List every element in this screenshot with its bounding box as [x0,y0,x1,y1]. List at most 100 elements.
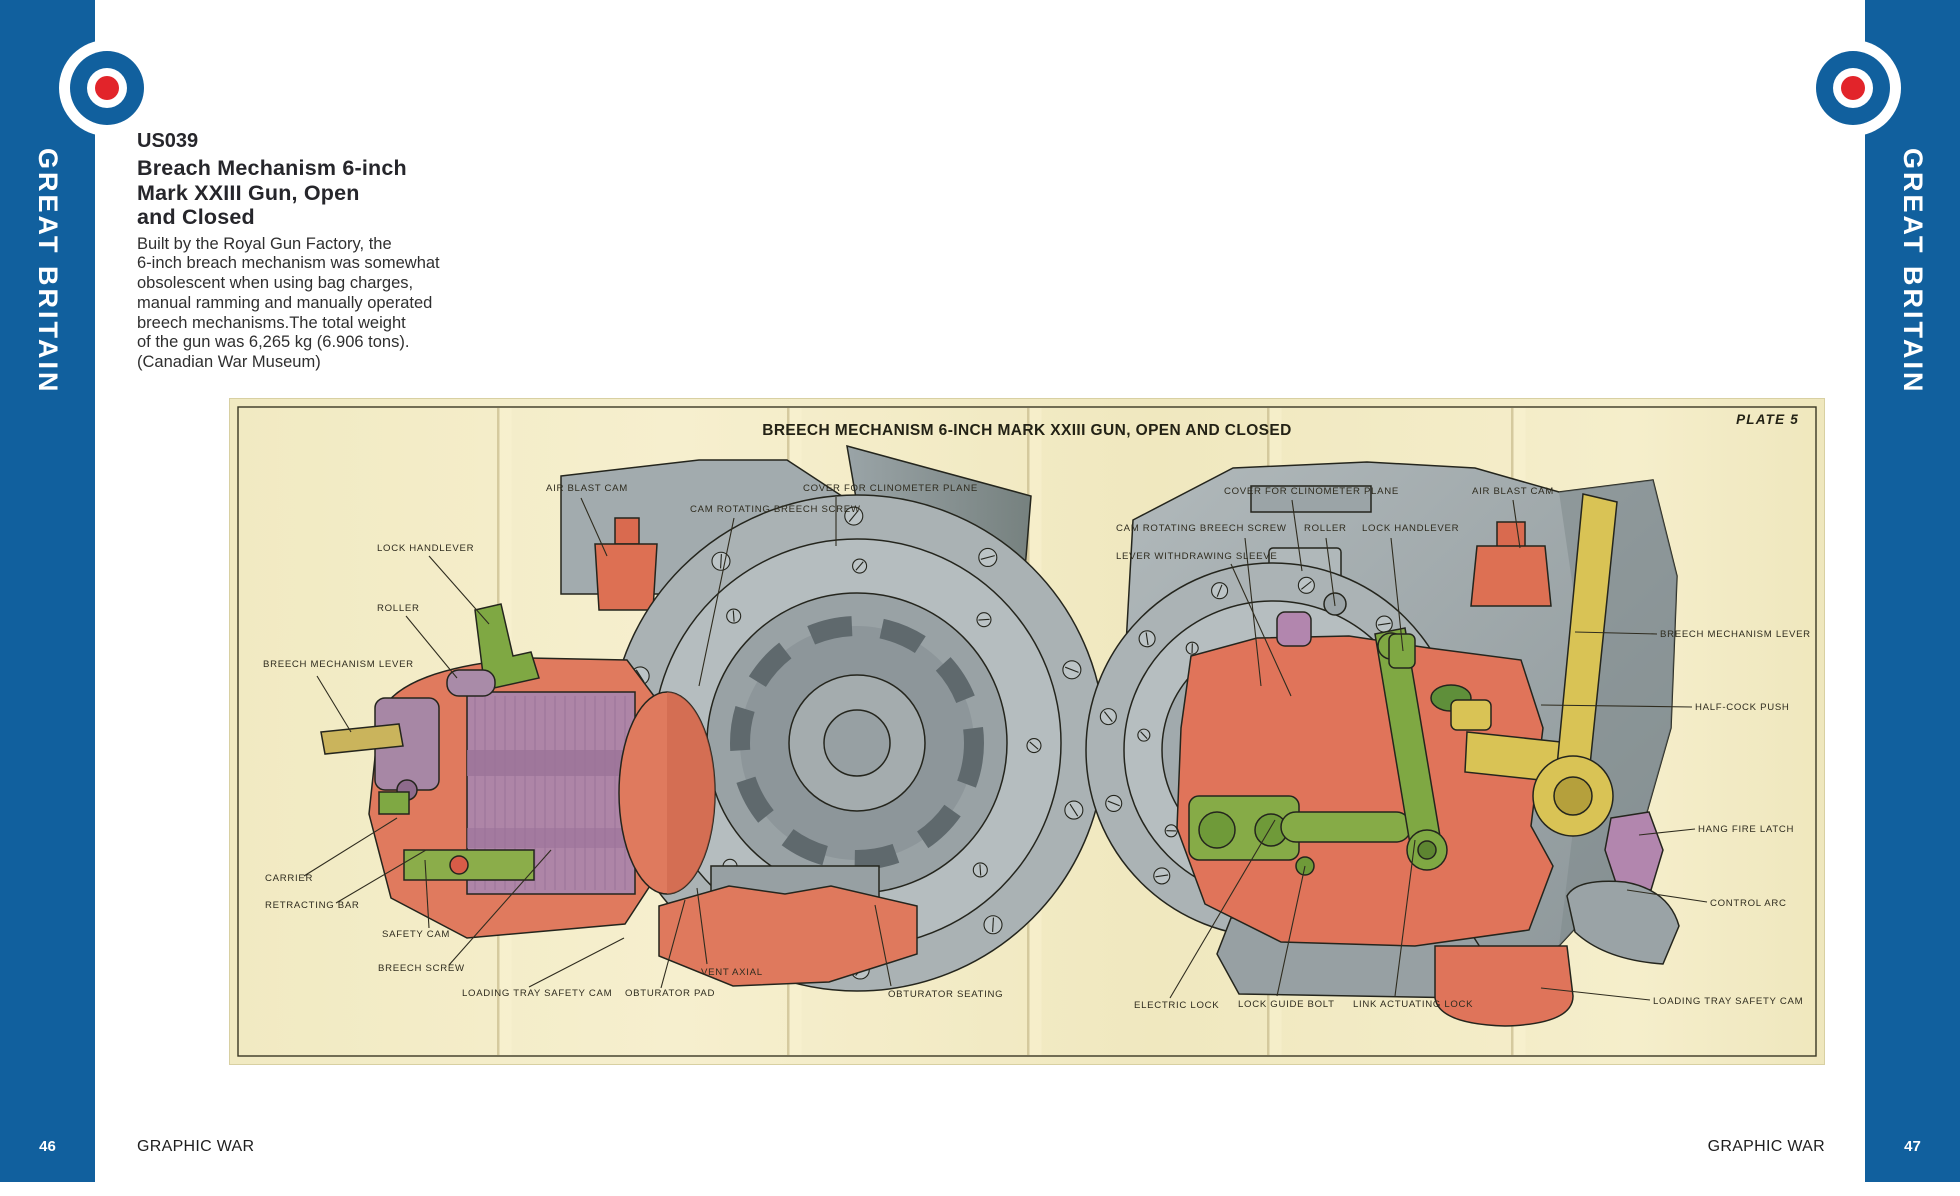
thread-band [467,828,635,848]
plate-label: LOADING TRAY SAFETY CAM [462,988,612,999]
plate-number: PLATE 5 [1736,412,1799,427]
item-code: US039 [137,130,199,152]
bolt-slot [1301,580,1312,590]
sidebar-country-label: GREAT BRITAIN [0,148,95,394]
control-arc [1566,880,1680,965]
leader-line [448,849,552,966]
caption-body: Built by the Royal Gun Factory, the 6-in… [137,234,440,372]
leader-line [1291,499,1303,572]
sidebar-country-text: GREAT BRITAIN [1898,148,1928,395]
leader-line [316,675,352,733]
bolt-slot [1029,741,1039,750]
bolt-slot [1377,622,1391,626]
leader-line [424,859,430,929]
air-blast-cam [594,543,658,611]
plate-label: CAM ROTATING BREECH SCREW [1116,523,1287,534]
link-boss-center [1417,840,1437,860]
plate-annotations: AIR BLAST CAM CAM ROTATING BREECH SCREW CO… [263,483,1811,1011]
plate-label: LOCK GUIDE BOLT [1238,999,1335,1010]
loading-tray-cylinder [1434,945,1574,1027]
leader-line [1169,819,1276,999]
air-blast-cam-stem [614,517,640,545]
bore-center [823,709,891,777]
plate-label: LOCK HANDLEVER [1362,523,1459,534]
bolt-slot [1069,803,1079,817]
plate-label: OBTURATOR SEATING [888,989,1003,1000]
right-page-blue-bar [1865,0,1960,1182]
leader-line [1390,537,1404,652]
plate-label: ROLLER [1304,523,1347,534]
plate-label: VENT AXIAL [701,967,763,978]
leader-line [335,849,427,904]
lever-boss-hole [1553,776,1593,816]
plate-illustration: AIR BLAST CAM CAM ROTATING BREECH SCREW CO… [237,406,1817,1057]
bolt-slot [848,510,859,522]
bolt-slot [1155,874,1169,878]
dome-shade [667,692,715,894]
bolt-slot [1140,731,1148,740]
loading-tray [658,885,918,987]
bolt-slot [1064,666,1079,673]
leader-line [696,887,708,965]
plate-label: ROLLER [377,603,420,614]
leader-line [660,899,686,989]
leader-line [1230,563,1292,697]
bolt-slot [1216,584,1223,597]
leader-line [428,555,490,625]
plate-label: COVER FOR CLINOMETER PLANE [803,483,978,494]
hang-fire-latch [1604,811,1664,891]
sidebar-country-label: GREAT BRITAIN [1865,148,1960,394]
running-footer-left: GRAPHIC WAR [137,1138,255,1155]
leader-line [1574,631,1658,635]
bolt-slot [1145,632,1149,646]
plate-label: SAFETY CAM [382,929,450,940]
actuating-link [1280,811,1412,843]
plate-border [237,406,1817,1057]
plate-label: BREECH MECHANISM LEVER [1660,629,1811,640]
plate-label: COVER FOR CLINOMETER PLANE [1224,486,1399,497]
page-number-left: 46 [39,1138,56,1155]
plate-label: ELECTRIC LOCK [1134,1000,1219,1011]
caption-block: US039 Breach Mechanism 6-inch Mark XXIII… [137,130,457,373]
leader-line [1512,499,1521,549]
plate-label: AIR BLAST CAM [1472,486,1554,497]
air-blast-cam [1470,545,1552,607]
leader-line [528,937,625,988]
leader-line [1540,704,1693,708]
leader-line [1540,987,1651,1001]
plate-title: BREECH MECHANISM 6-INCH MARK XXIII GUN, … [762,422,1292,439]
plate-label: BREECH SCREW [378,963,465,974]
plate-label: HANG FIRE LATCH [1698,824,1794,835]
bolt-slot [979,864,982,876]
plate-label: LEVER WITHDRAWING SLEEVE [1116,551,1277,562]
plate-label: LOADING TRAY SAFETY CAM [1653,996,1803,1007]
raf-roundel-icon [1805,40,1901,136]
leader-line [1394,839,1416,997]
leader-line [1638,828,1696,836]
plate-label: HALF-COCK PUSH [1695,702,1790,713]
roundel-red-center [95,76,119,100]
roller [446,669,496,697]
plate-label: CAM ROTATING BREECH SCREW [690,504,861,515]
leader-line [1626,889,1708,903]
lock-roller [1198,811,1236,849]
air-blast-cam-stem [1496,521,1526,549]
breech-mechanism-lever-bar [320,723,404,755]
plate-label: AIR BLAST CAM [546,483,628,494]
housing-cap [1250,485,1372,513]
page-number-right: 47 [1904,1138,1921,1155]
lever-hub-block [1450,699,1492,731]
sidebar-country-text: GREAT BRITAIN [33,148,63,395]
plate-label: OBTURATOR PAD [625,988,715,999]
bolt-slot [992,917,994,932]
leader-line [580,497,608,557]
leader-line [405,615,458,679]
leader-line [874,904,892,987]
breech-mechanism-body [1176,635,1554,947]
raf-roundel-icon [59,40,155,136]
left-view-drawing [320,444,1106,992]
leader-line [303,817,398,877]
leader-line [1325,537,1336,607]
bolt-slot [1103,711,1113,722]
